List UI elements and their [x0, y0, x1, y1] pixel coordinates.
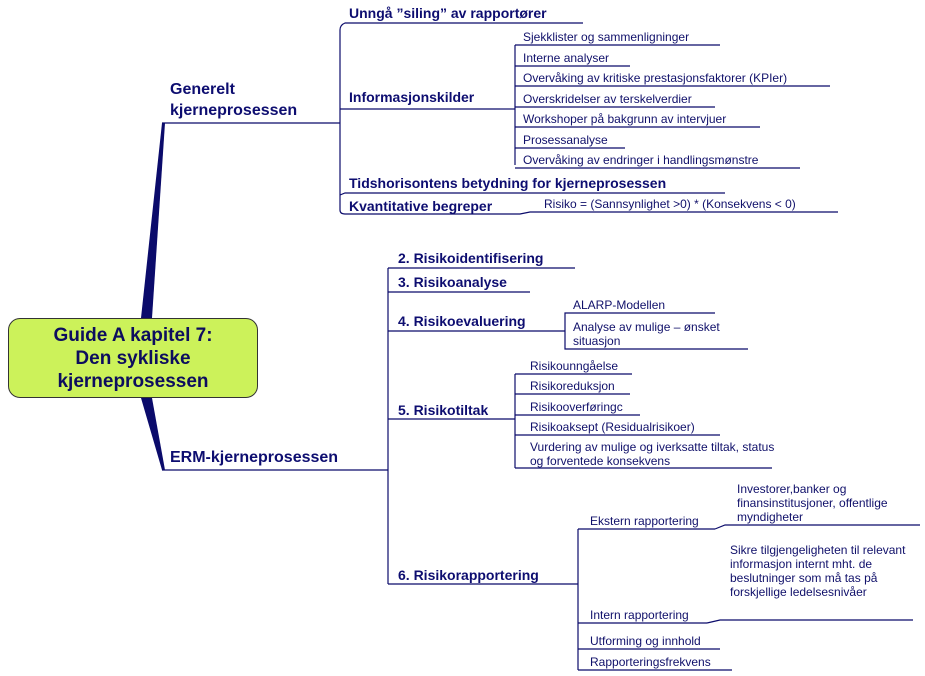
reporting-frequency[interactable]: Rapporteringsfrekvens	[590, 655, 711, 669]
node-analysis[interactable]: 3. Risikoanalyse	[398, 274, 507, 290]
reporting-internal[interactable]: Intern rapportering	[590, 608, 689, 622]
central-node-line2: Den sykliske	[75, 347, 191, 369]
node-info-sources[interactable]: Informasjonskilder	[349, 89, 475, 105]
reporting-internal-detail[interactable]: Sikre tilgjengeligheten til relevant inf…	[730, 543, 906, 599]
node-reporting[interactable]: 6. Risikorapportering	[398, 567, 539, 583]
node-measures[interactable]: 5. Risikotiltak	[398, 402, 489, 418]
info-source-item[interactable]: Prosessanalyse	[523, 133, 608, 147]
measure-item[interactable]: Vurdering av mulige og iverksatte tiltak…	[530, 440, 775, 468]
node-general-line1[interactable]: Generelt	[170, 81, 235, 98]
info-source-item[interactable]: Interne analyser	[523, 51, 610, 65]
evaluation-item[interactable]: ALARP-Modellen	[573, 298, 666, 312]
measure-item[interactable]: Risikoreduksjon	[530, 379, 615, 393]
node-identification[interactable]: 2. Risikoidentifisering	[398, 250, 544, 266]
node-evaluation[interactable]: 4. Risikoevaluering	[398, 313, 526, 329]
node-risk-formula[interactable]: Risiko = (Sannsynlighet >0) * (Konsekven…	[544, 197, 796, 211]
measure-item[interactable]: Risikooverføringc	[530, 400, 623, 414]
measure-item[interactable]: Risikoaksept (Residualrisikoer)	[530, 420, 695, 434]
node-erm[interactable]: ERM-kjerneprosessen	[170, 449, 339, 466]
node-time-horizon[interactable]: Tidshorisontens betydning for kjernepros…	[349, 175, 667, 191]
central-node[interactable]: Guide A kapitel 7: Den sykliske kjernepr…	[8, 318, 258, 398]
reporting-external[interactable]: Ekstern rapportering	[590, 514, 699, 528]
central-node-line1: Guide A kapitel 7:	[53, 324, 213, 346]
node-quantitative[interactable]: Kvantitative begreper	[349, 198, 493, 214]
info-source-item[interactable]: Sjekklister og sammenligninger	[523, 30, 690, 44]
main-branch-erm	[141, 398, 165, 470]
node-avoid-filtering[interactable]: Unngå ”siling” av rapportører	[349, 5, 547, 21]
central-node-line3: kjerneprosessen	[57, 370, 209, 392]
info-source-item[interactable]: Overvåking av kritiske prestasjonsfaktor…	[523, 71, 788, 85]
info-source-item[interactable]: Overskridelser av terskelverdier	[523, 92, 692, 106]
reporting-design[interactable]: Utforming og innhold	[590, 634, 701, 648]
main-branch-general	[141, 123, 165, 318]
info-source-item[interactable]: Workshoper på bakgrunn av intervjuer	[523, 112, 727, 126]
measure-item[interactable]: Risikounngåelse	[530, 359, 619, 373]
reporting-external-detail[interactable]: Investorer,banker og finansinstitusjoner…	[737, 482, 888, 524]
evaluation-item[interactable]: Analyse av mulige – ønsket situasjon	[573, 320, 720, 348]
info-source-item[interactable]: Overvåking av endringer i handlingsmønst…	[523, 153, 759, 167]
node-general-line2[interactable]: kjerneprosessen	[170, 102, 298, 119]
